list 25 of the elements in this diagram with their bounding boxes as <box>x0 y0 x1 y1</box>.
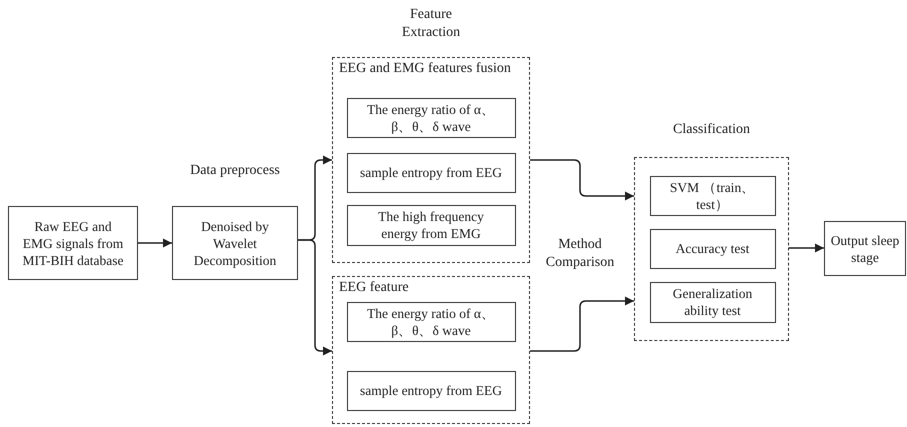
process-box: sample entropy from EEG <box>346 370 516 410</box>
dashed-group-box <box>332 57 530 263</box>
group-heading: EEG and EMG features fusion <box>339 61 511 77</box>
process-box: sample entropy from EEG <box>346 152 516 192</box>
process-box: Output sleep stage <box>824 221 906 276</box>
stage-heading: Classification <box>672 121 751 139</box>
process-box: SVM （train、test） <box>650 176 776 216</box>
process-box: Generalization ability test <box>650 282 776 322</box>
arrow <box>530 296 634 352</box>
stage-heading: Data preprocess <box>190 162 280 180</box>
arrow <box>530 159 634 200</box>
arrow <box>298 239 332 356</box>
process-box: The energy ratio of α、β、θ、δ wave <box>346 302 516 342</box>
stage-heading: Method Comparison <box>545 236 615 272</box>
process-box: The high frequency energy from EMG <box>346 204 516 246</box>
stage-heading: Feature Extraction <box>400 6 462 42</box>
arrow <box>138 238 172 248</box>
dashed-group-box <box>634 157 789 341</box>
process-box: Denoised by Wavelet Decomposition <box>172 206 298 280</box>
process-box: Raw EEG and EMG signals from MIT-BIH database <box>8 206 138 280</box>
dashed-group-box <box>332 276 530 424</box>
arrow <box>789 244 824 252</box>
group-heading: EEG feature <box>339 280 409 296</box>
process-box: The energy ratio of α、β、θ、δ wave <box>346 98 516 138</box>
process-box: Accuracy test <box>650 228 776 268</box>
